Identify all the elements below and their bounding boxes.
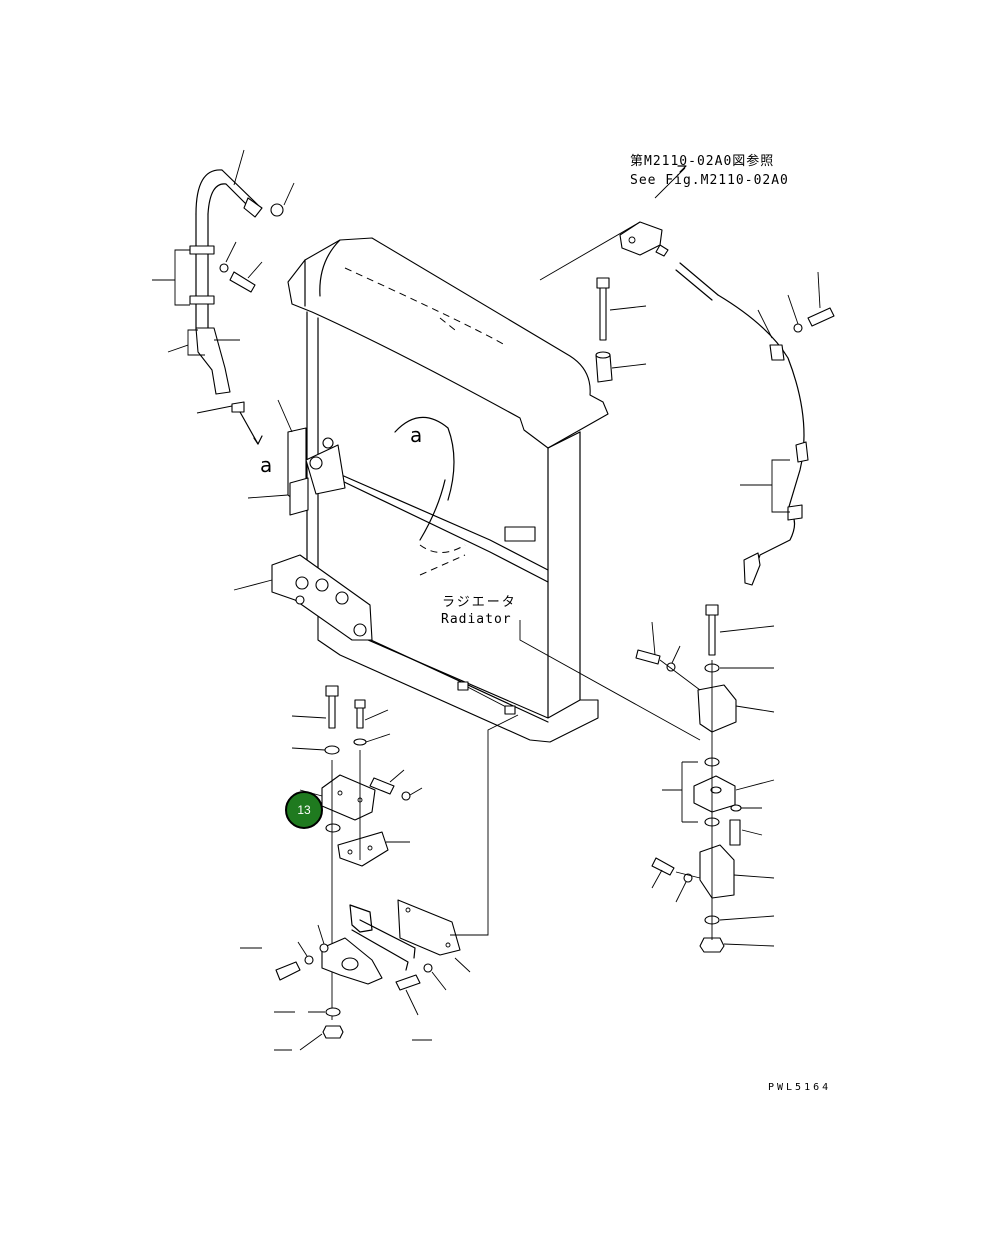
drawing-code: PWL5164 xyxy=(768,1082,831,1093)
view-marker-left: a xyxy=(260,453,272,477)
overflow-pipe-group xyxy=(189,169,284,445)
callout-number: 13 xyxy=(297,803,311,817)
radiator-assembly xyxy=(271,237,609,743)
reference-text-en: See Fig.M2110-02A0 xyxy=(630,173,789,188)
labels: 第M2110-02A0図参照 See Fig.M2110-02A0 ラジエータ … xyxy=(260,153,831,1093)
callout-badge-13[interactable]: 13 xyxy=(285,791,323,829)
view-marker-center: a xyxy=(410,423,422,447)
left-mount-stack xyxy=(275,685,519,1039)
radiator-label-en: Radiator xyxy=(441,612,512,627)
upper-bolt-spacer xyxy=(595,277,613,383)
harness-group xyxy=(539,165,835,586)
leader-lines xyxy=(152,149,821,1051)
radiator-label-jp: ラジエータ xyxy=(442,595,517,610)
right-mount-stack xyxy=(519,604,742,953)
reference-text-jp: 第M2110-02A0図参照 xyxy=(630,153,774,169)
